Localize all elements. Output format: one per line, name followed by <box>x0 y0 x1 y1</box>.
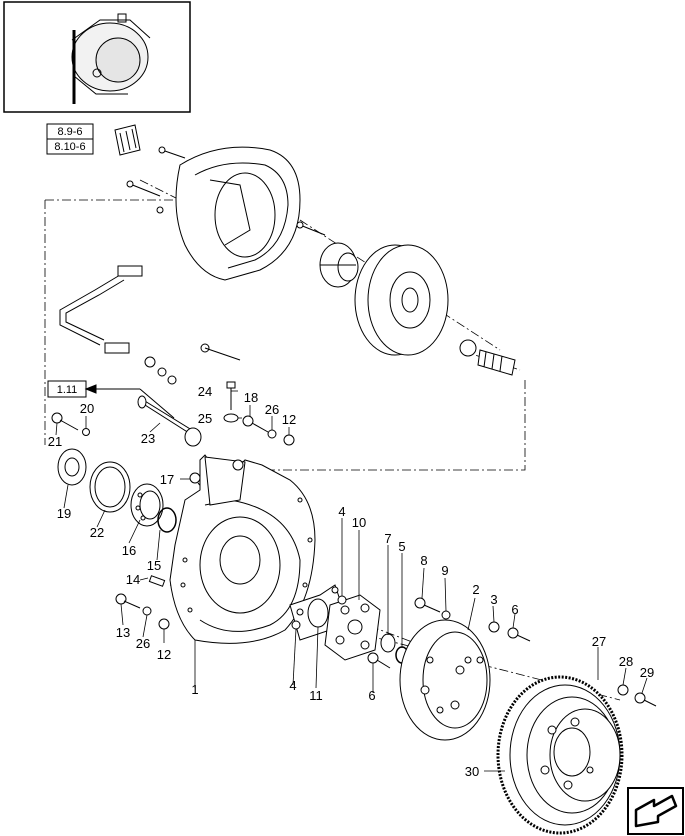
washer-part-20 <box>82 428 90 436</box>
coupling-part-10 <box>324 594 381 661</box>
next-page-arrow-icon[interactable] <box>627 787 684 835</box>
bolt-part-18 <box>242 415 269 433</box>
callout-17[interactable]: 17 <box>160 472 174 487</box>
callout-3[interactable]: 3 <box>490 592 497 607</box>
callout-12b[interactable]: 12 <box>157 647 171 662</box>
bolt-part-29 <box>634 692 657 707</box>
callout-1[interactable]: 1 <box>191 682 198 697</box>
washer-part-3 <box>488 621 500 633</box>
nut-part-4a <box>337 595 347 605</box>
engine-assembly-thumbnail-icon <box>71 13 151 104</box>
yoke-and-splined-shaft <box>459 339 516 376</box>
bearing-part-16 <box>130 483 164 527</box>
flywheel-part-30 <box>496 675 624 835</box>
callout-30[interactable]: 30 <box>465 764 479 779</box>
washer-part-9 <box>441 610 451 620</box>
bolt-part-13 <box>115 593 141 609</box>
washer-part-28 <box>617 684 629 696</box>
bolt-part-6a <box>367 652 391 669</box>
callout-4b[interactable]: 4 <box>289 678 296 693</box>
callout-25[interactable]: 25 <box>198 411 212 426</box>
housing-bolts <box>126 146 326 236</box>
seal-part-19 <box>57 448 87 486</box>
ref-box-8-10-6[interactable]: 8.10-6 <box>46 138 94 155</box>
callout-labels: 1 2 3 4 4 5 6 6 7 8 9 10 11 12 12 13 14 … <box>48 384 654 779</box>
washer-part-25 <box>223 413 239 423</box>
bolt-part-8 <box>414 597 441 613</box>
nut-part-12b <box>158 618 170 630</box>
callout-12a[interactable]: 12 <box>282 412 296 427</box>
ref-box-1-11[interactable]: 1.11 <box>47 380 87 398</box>
nut-part-12a <box>283 434 295 446</box>
washer-part-26a <box>267 429 277 439</box>
callout-9[interactable]: 9 <box>441 563 448 578</box>
ref-1-11-arrow <box>84 384 175 419</box>
splined-shaft-top <box>114 124 141 156</box>
callout-18[interactable]: 18 <box>244 390 258 405</box>
rod-part-23 <box>137 395 202 447</box>
callout-10[interactable]: 10 <box>352 515 366 530</box>
callout-leaders <box>55 390 648 772</box>
nut-part-4b <box>291 620 301 630</box>
pin-part-14 <box>148 575 166 587</box>
callout-22[interactable]: 22 <box>90 525 104 540</box>
callout-26b[interactable]: 26 <box>136 636 150 651</box>
ref-1-11-label: 1.11 <box>57 384 78 396</box>
flex-plate-part-2 <box>399 619 491 741</box>
callout-6b[interactable]: 6 <box>511 602 518 617</box>
circlip-part-15 <box>157 507 177 533</box>
bolt-part-24 <box>226 381 236 410</box>
callout-29[interactable]: 29 <box>640 665 654 680</box>
assembly-thumbnail[interactable] <box>3 1 191 113</box>
callout-27[interactable]: 27 <box>592 634 606 649</box>
callout-26a[interactable]: 26 <box>265 402 279 417</box>
callout-6a[interactable]: 6 <box>368 688 375 703</box>
oil-pipe <box>59 265 241 385</box>
callout-15[interactable]: 15 <box>147 558 161 573</box>
callout-28[interactable]: 28 <box>619 654 633 669</box>
callout-20[interactable]: 20 <box>80 401 94 416</box>
bolt-part-21 <box>51 412 79 431</box>
callout-8[interactable]: 8 <box>420 553 427 568</box>
callout-21[interactable]: 21 <box>48 434 62 449</box>
callout-19[interactable]: 19 <box>57 506 71 521</box>
gasket-part-22 <box>89 461 131 513</box>
flywheel-housing-part-1 <box>169 454 316 644</box>
callout-2[interactable]: 2 <box>472 582 479 597</box>
washer-part-26b <box>142 606 152 616</box>
ref-box-8-9-6[interactable]: 8.9-6 <box>46 123 94 140</box>
ref-8-10-6-label: 8.10-6 <box>54 141 85 153</box>
ref-8-9-6-label: 8.9-6 <box>57 126 82 138</box>
callout-7[interactable]: 7 <box>384 531 391 546</box>
callout-16[interactable]: 16 <box>122 543 136 558</box>
callout-4a[interactable]: 4 <box>338 504 345 519</box>
callout-11[interactable]: 11 <box>309 688 323 703</box>
pulley <box>354 244 449 356</box>
callout-23[interactable]: 23 <box>141 431 155 446</box>
callout-14[interactable]: 14 <box>126 572 140 587</box>
callout-13[interactable]: 13 <box>116 625 130 640</box>
callout-24[interactable]: 24 <box>198 384 212 399</box>
coupling-hub <box>319 242 359 288</box>
drive-housing <box>175 146 301 281</box>
bearing-part-7 <box>380 633 396 653</box>
callout-5[interactable]: 5 <box>398 539 405 554</box>
housing-holes <box>180 497 313 613</box>
bolt-part-6b <box>507 627 531 642</box>
